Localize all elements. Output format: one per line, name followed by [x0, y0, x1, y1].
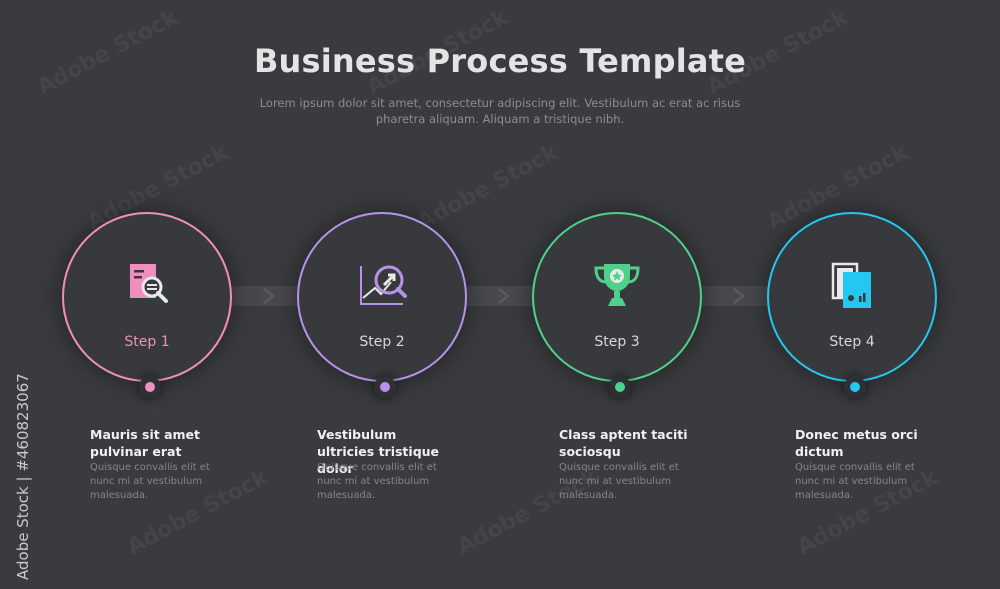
step-2-heading: Vestibulum ultricies tristique dolor [317, 427, 440, 476]
step-1-description: Quisque convallis elit et nunc mi at ves… [90, 462, 210, 501]
growth-magnifier-icon [360, 265, 407, 305]
step-1-heading: Mauris sit amet pulvinar erat [90, 427, 200, 459]
step-2-circle: Step 2 [297, 212, 467, 382]
watermark-text: Adobe Stock | #460823067 [14, 373, 32, 580]
connector-bar [465, 286, 533, 306]
step-label: Step 2 [359, 334, 405, 350]
step-3-description: Quisque convallis elit et nunc mi at ves… [559, 462, 679, 501]
connector-bar [230, 286, 298, 306]
step-4-circle: Step 4 [767, 212, 937, 382]
step-2-dot [374, 376, 396, 398]
step-label: Step 4 [829, 334, 875, 350]
step-3-circle: Step 3 [532, 212, 702, 382]
document-search-icon [130, 264, 168, 303]
report-documents-icon [831, 262, 871, 308]
step-4-description: Quisque convallis elit et nunc mi at ves… [795, 462, 915, 501]
chevron-right-icon [263, 288, 275, 304]
trophy-icon [594, 264, 640, 306]
chevron-right-icon [733, 288, 745, 304]
step-3-dot [609, 376, 631, 398]
page-subtitle: Lorem ipsum dolor sit amet, consectetur … [259, 96, 741, 126]
chevron-right-icon [498, 288, 510, 304]
step-label: Step 1 [124, 334, 170, 350]
step-2-description: Quisque convallis elit et nunc mi at ves… [317, 462, 437, 501]
stock-watermark: Adobe Stock | #460823067 [0, 340, 34, 580]
connector-bar [700, 286, 768, 306]
page-title: Business Process Template [253, 42, 747, 80]
step-label: Step 3 [594, 334, 640, 350]
step-1-circle: Step 1 [62, 212, 232, 382]
step-1-dot [139, 376, 161, 398]
ghost-watermark: Adobe Stock [413, 139, 563, 236]
step-3-heading: Class aptent taciti sociosqu [559, 427, 688, 459]
step-4-dot [844, 376, 866, 398]
step-4-heading: Donec metus orci dictum [795, 427, 918, 459]
